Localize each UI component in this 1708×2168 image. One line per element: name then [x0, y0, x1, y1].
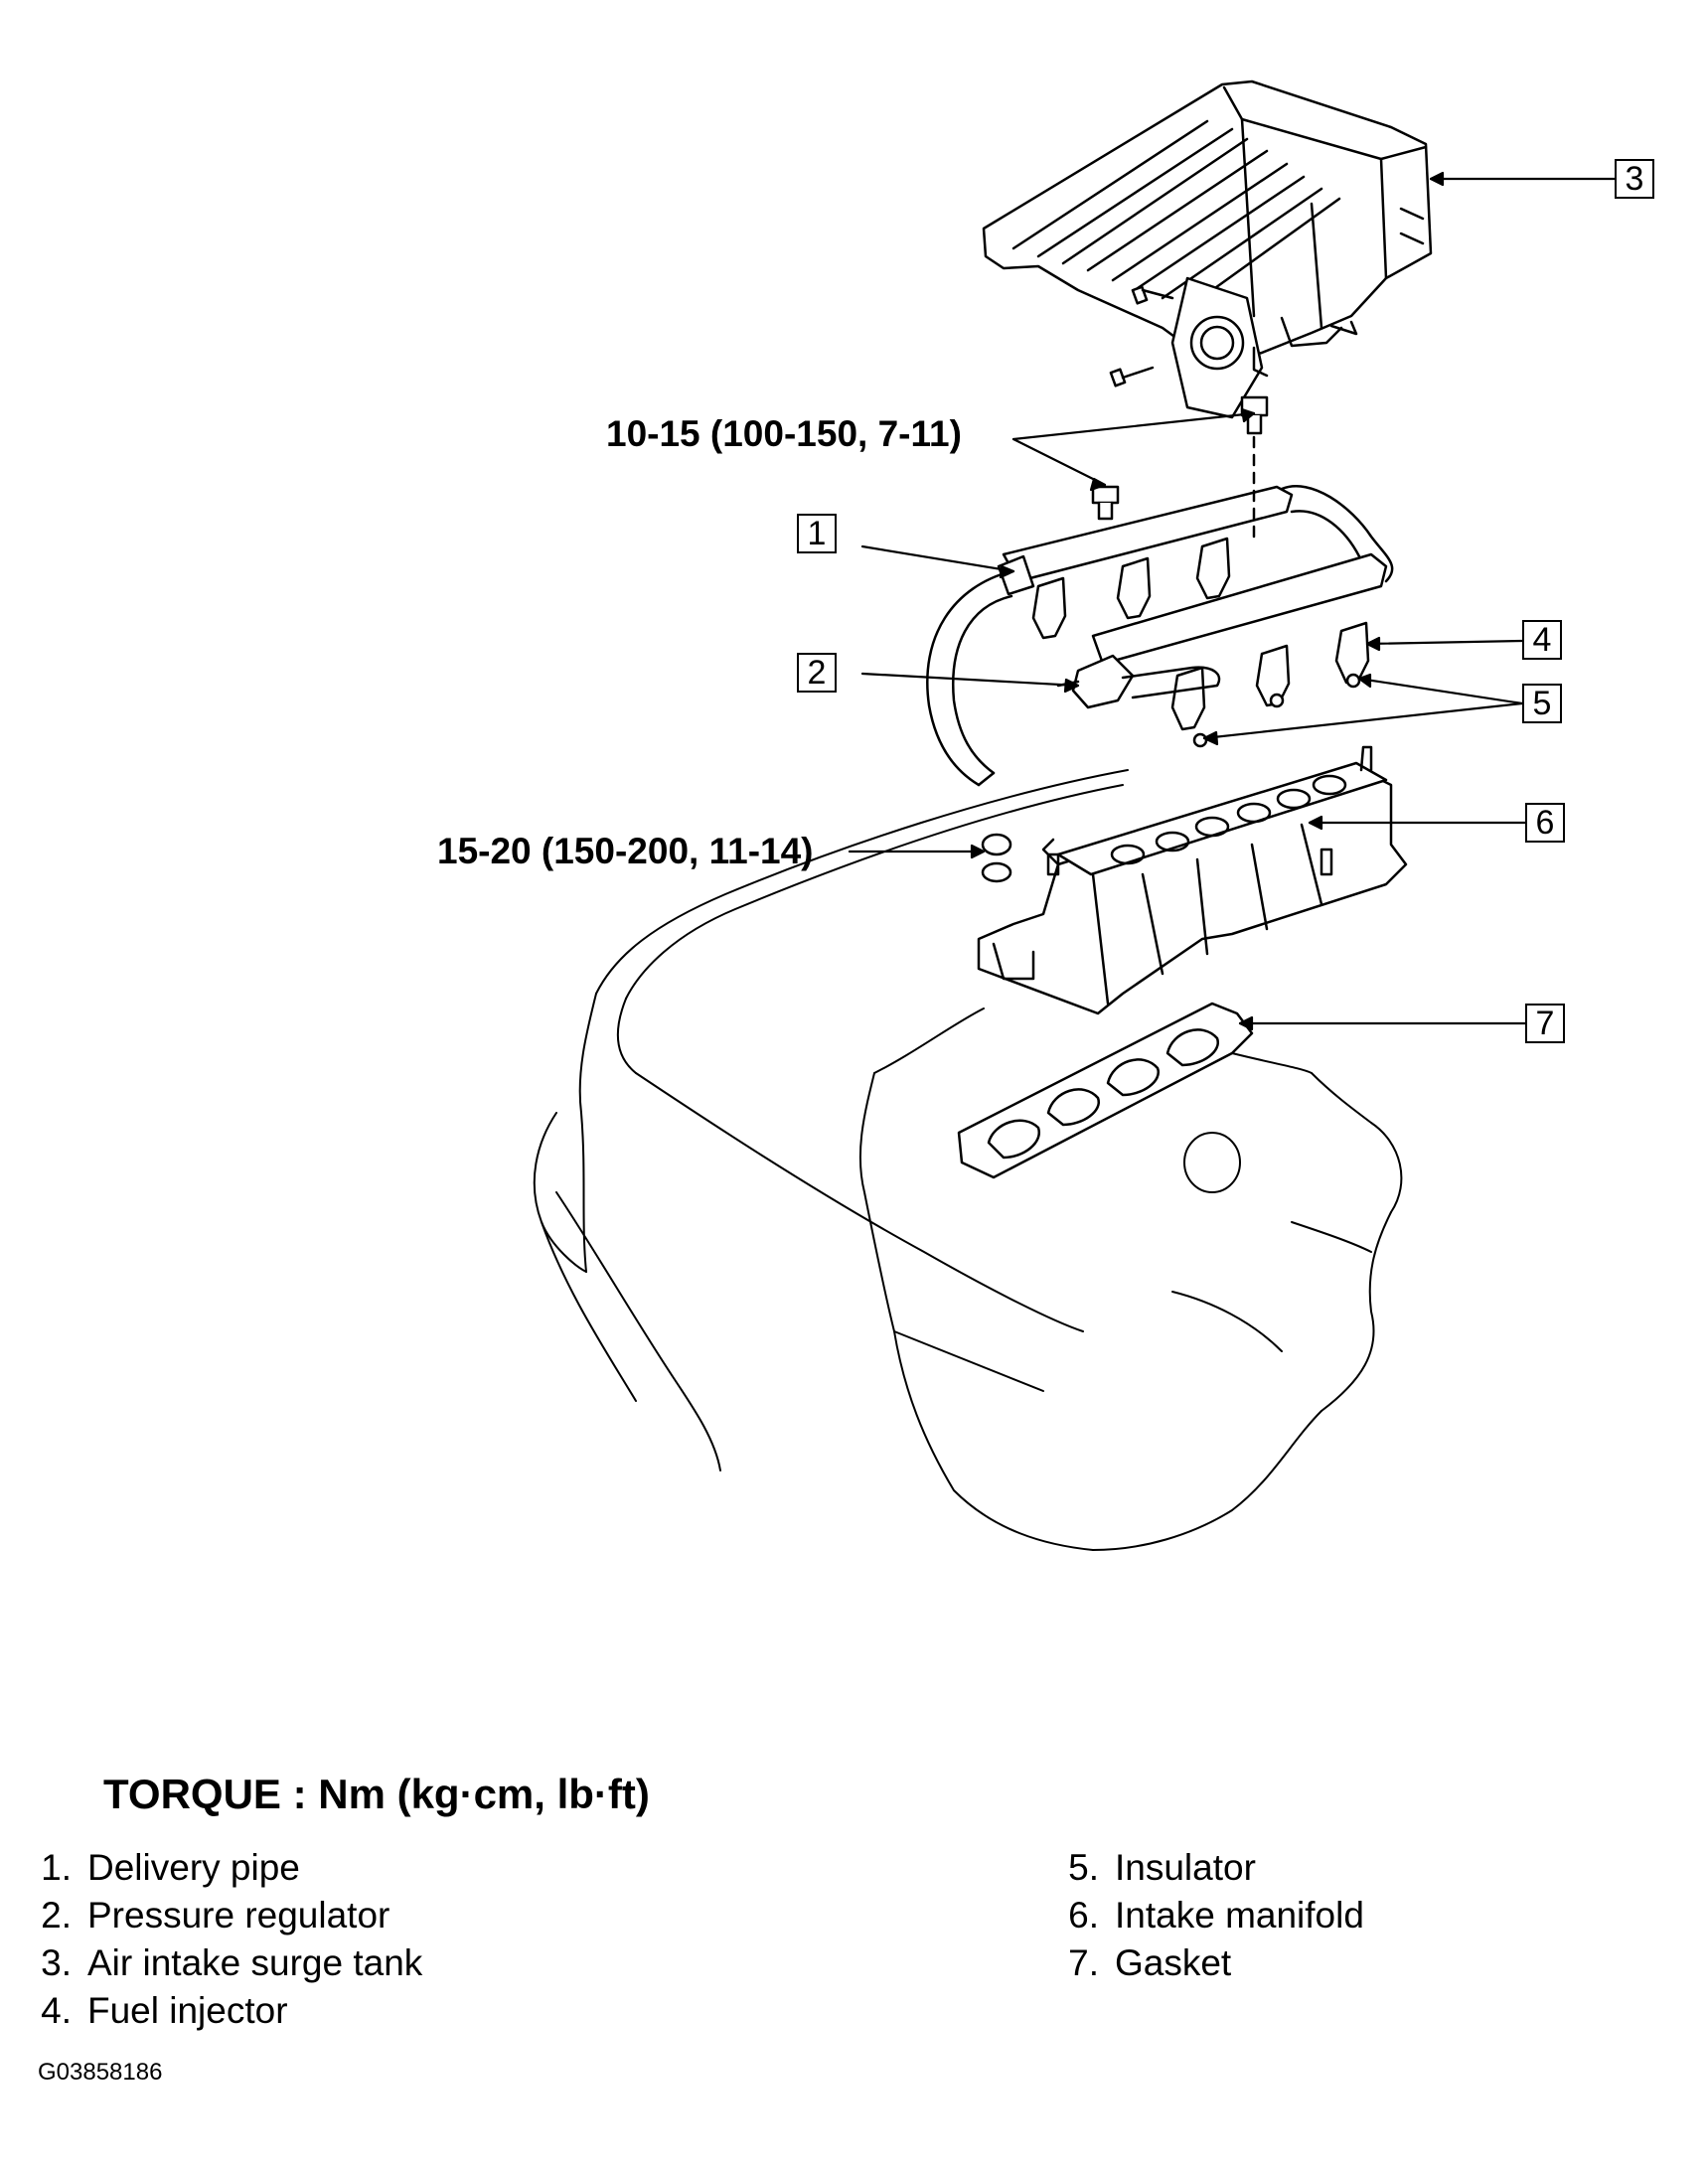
legend-item-number: 5.: [1068, 1847, 1099, 1888]
legend-item: 4. Fuel injector: [16, 1987, 422, 2035]
legend-item: 6. Intake manifold: [1043, 1892, 1364, 1939]
legend-item-number: 2.: [41, 1895, 72, 1936]
insulators-drawing: [1192, 673, 1361, 748]
torque-label-upper-bolts: 10-15 (100-150, 7-11): [606, 413, 962, 454]
legend-item-label: Delivery pipe: [87, 1847, 300, 1888]
legend-item-label: Insulator: [1115, 1847, 1256, 1888]
figure-code: G03858186: [38, 2059, 163, 2086]
legend-left-list: 1. Delivery pipe 2. Pressure regulator 3. A…: [16, 1844, 422, 2035]
leader-lines: [848, 171, 1617, 1031]
gasket-drawing: [957, 1002, 1254, 1179]
legend-item-label: Gasket: [1115, 1942, 1232, 1983]
legend-item: 7. Gasket: [1043, 1939, 1364, 1987]
intake-manifold-drawing: [977, 745, 1408, 1015]
callout-7: 7: [1525, 1004, 1565, 1043]
lower-nut-drawing: [981, 833, 1012, 883]
callout-2: 2: [797, 653, 837, 693]
legend-item-label: Pressure regulator: [87, 1895, 390, 1936]
surge-tank-drawing: [982, 79, 1433, 419]
callout-6: 6: [1525, 803, 1565, 843]
legend-item-label: Intake manifold: [1115, 1895, 1364, 1936]
legend-item-number: 6.: [1068, 1895, 1099, 1936]
legend-item-number: 4.: [41, 1990, 72, 2031]
legend-item: 5. Insulator: [1043, 1844, 1364, 1892]
engine-block-outline: [533, 769, 1403, 1551]
legend-item: 3. Air intake surge tank: [16, 1939, 422, 1987]
legend-title: TORQUE : Nm (kg·cm, lb·ft): [103, 1771, 650, 1817]
callout-1: 1: [797, 514, 837, 553]
legend-item-label: Fuel injector: [87, 1990, 288, 2031]
callout-5: 5: [1522, 684, 1562, 723]
callout-4: 4: [1522, 620, 1562, 660]
legend-item-number: 3.: [41, 1942, 72, 1983]
legend-item: 2. Pressure regulator: [16, 1892, 422, 1939]
delivery-pipe-drawing: [926, 485, 1394, 787]
legend-item: 1. Delivery pipe: [16, 1844, 422, 1892]
legend-right-list: 5. Insulator 6. Intake manifold 7. Gasket: [1043, 1844, 1364, 1987]
torque-label-lower-nut: 15-20 (150-200, 11-14): [437, 831, 814, 871]
pressure-regulator-drawing: [1056, 654, 1221, 709]
callout-3: 3: [1615, 159, 1654, 199]
legend-item-number: 7.: [1068, 1942, 1099, 1983]
legend-item-number: 1.: [41, 1847, 72, 1888]
legend-item-label: Air intake surge tank: [87, 1942, 423, 1983]
